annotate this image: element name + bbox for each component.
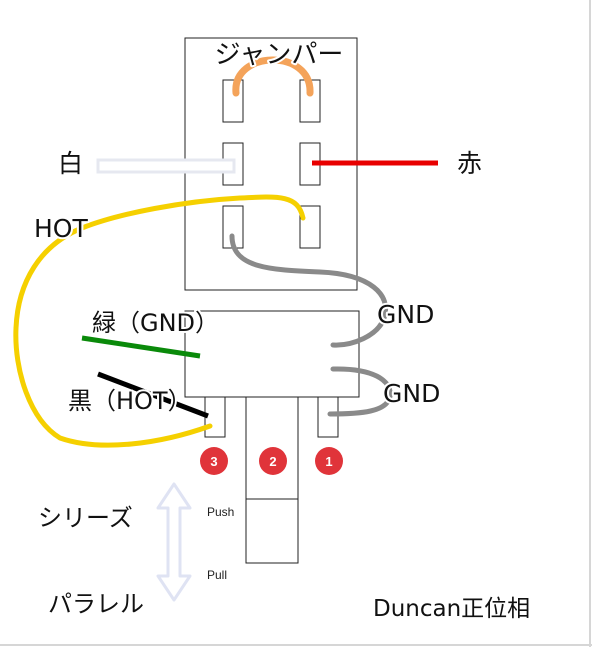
black-hot-wire	[97, 371, 209, 419]
terminal-badge-2: 2	[259, 447, 287, 475]
label-jumper: ジャンパー	[215, 40, 344, 70]
yellow-hot-wire	[13, 194, 306, 448]
terminal-badge-3: 3	[200, 447, 228, 475]
label-hot: HOT	[34, 214, 88, 243]
white-wire	[96, 158, 236, 174]
terminal-label-3: 3	[210, 454, 217, 469]
gray-gnd-wire-top	[229, 233, 388, 348]
caption-duncan-phase: Duncan正位相	[373, 596, 530, 622]
label-push: Push	[207, 505, 234, 519]
gray-gnd-wire-bottom	[327, 366, 393, 417]
label-gnd-top: GND	[377, 300, 434, 329]
terminal-label-1: 1	[325, 454, 332, 469]
label-gnd-bottom: GND	[383, 379, 440, 408]
label-series: シリーズ	[38, 504, 133, 532]
label-red: 赤	[457, 149, 482, 178]
pot-body	[184, 310, 360, 398]
terminal-badge-1: 1	[315, 447, 343, 475]
label-pull: Pull	[207, 568, 227, 582]
jumper-wire	[232, 56, 314, 97]
push-pull-arrow	[156, 482, 192, 602]
label-green-gnd: 緑（GND）	[92, 309, 219, 337]
pot-lug-3	[204, 396, 226, 438]
green-gnd-wire	[81, 335, 201, 359]
terminal-label-2: 2	[269, 454, 276, 469]
label-white: 白	[58, 149, 83, 178]
label-parallel: パラレル	[48, 590, 144, 618]
label-black-hot: 黒（HOT）	[68, 387, 192, 415]
pot-lug-1	[317, 396, 339, 438]
pot-shaft	[245, 396, 299, 564]
